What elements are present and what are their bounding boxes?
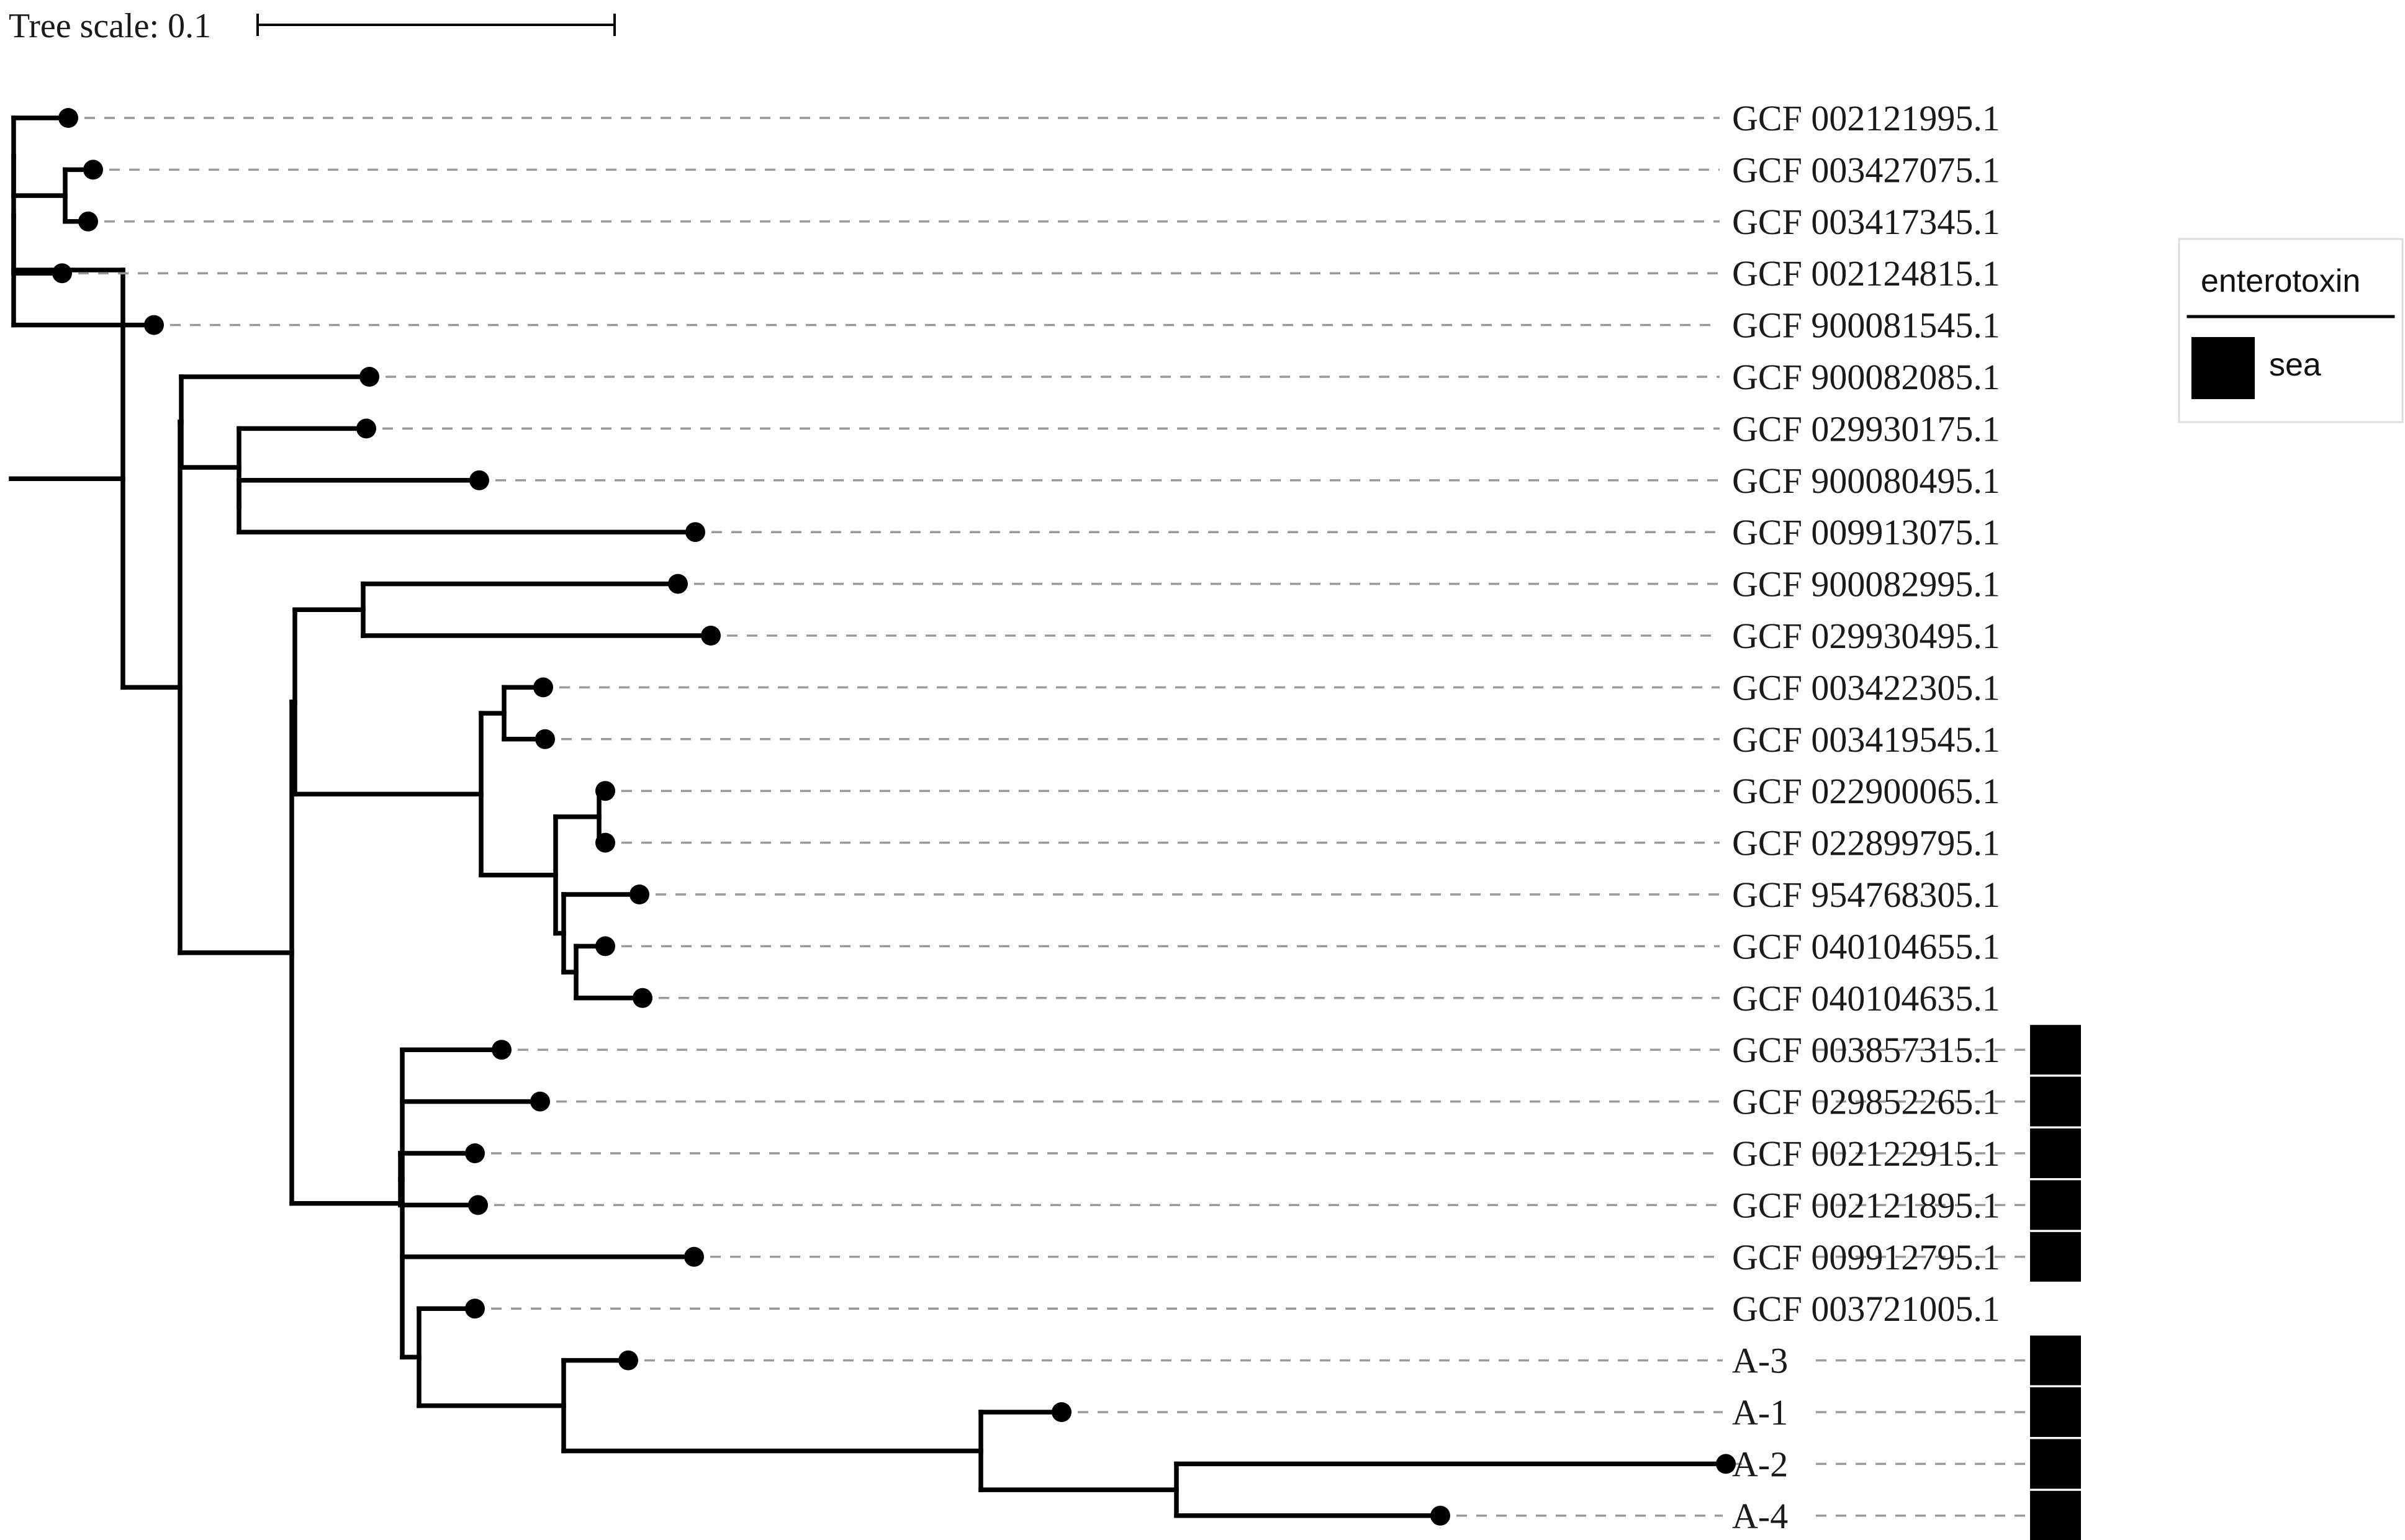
leaf-label: GCF 009913075.1	[1732, 512, 2000, 552]
leaf-tip-dot	[356, 418, 376, 439]
legend-swatch-sea	[2191, 337, 2255, 399]
leaf-label: GCF 003857315.1	[1732, 1030, 2000, 1070]
leaf-label: GCF 003721005.1	[1732, 1289, 2000, 1329]
leaf-tip-dot	[78, 211, 98, 232]
leaf-tip-dot	[144, 315, 164, 335]
leaf-tip-dot	[1716, 1454, 1736, 1474]
leaf-guide-lines	[78, 117, 2025, 1517]
sea-enterotoxin-marker	[2030, 1439, 2081, 1489]
leaf-label: A-3	[1732, 1341, 1788, 1381]
leaf-tip-dot	[668, 574, 688, 594]
sea-enterotoxin-marker	[2030, 1128, 2081, 1178]
sea-enterotoxin-marker	[2030, 1025, 2081, 1075]
sea-enterotoxin-marker	[2030, 1232, 2081, 1282]
leaf-tip-dot	[629, 885, 649, 904]
leaf-label: GCF 954768305.1	[1732, 875, 2000, 915]
leaf-tip-dot	[685, 522, 705, 543]
leaf-tip-markers	[52, 108, 1736, 1526]
leaf-label: GCF 003419545.1	[1732, 719, 2000, 760]
leaf-tip-dot	[595, 781, 615, 801]
leaf-label: GCF 029930175.1	[1732, 408, 2000, 449]
tree-scale-bar	[256, 14, 616, 36]
leaf-label: GCF 022900065.1	[1732, 771, 2000, 811]
sea-enterotoxin-marker	[2030, 1490, 2081, 1540]
leaf-label: GCF 002124815.1	[1732, 253, 2000, 294]
leaf-tip-dot	[469, 470, 489, 490]
leaf-label: A-2	[1732, 1444, 1788, 1484]
leaf-label: GCF 009912795.1	[1732, 1237, 2000, 1277]
leaf-tip-dot	[701, 626, 721, 646]
sea-enterotoxin-marker	[2030, 1076, 2081, 1127]
leaf-label: A-4	[1732, 1496, 1788, 1536]
leaf-tip-dot	[595, 936, 615, 957]
leaf-tip-dot	[595, 832, 615, 853]
leaf-tip-dot	[633, 988, 652, 1008]
leaf-tip-dot	[1052, 1402, 1072, 1422]
legend-title: enterotoxin	[2201, 263, 2360, 299]
leaf-label: GCF 022899795.1	[1732, 823, 2000, 863]
leaf-label: A-1	[1732, 1392, 1788, 1433]
sea-enterotoxin-marker	[2030, 1335, 2081, 1385]
leaf-label: GCF 900082995.1	[1732, 564, 2000, 605]
tree-branches	[9, 115, 1728, 1518]
leaf-tip-dot	[468, 1195, 488, 1215]
leaf-label: GCF 029930495.1	[1732, 616, 2000, 656]
leaf-tip-dot	[465, 1143, 485, 1163]
leaf-tip-dot	[684, 1246, 704, 1267]
leaf-tip-dot	[618, 1350, 638, 1371]
leaf-label: GCF 040104655.1	[1732, 926, 2000, 966]
leaf-label: GCF 029852265.1	[1732, 1082, 2000, 1122]
legend: enterotoxin sea	[2178, 238, 2404, 423]
leaf-label: GCF 900082085.1	[1732, 357, 2000, 397]
tree-scale-label: Tree scale: 0.1	[9, 7, 211, 45]
leaf-tip-dot	[83, 160, 103, 180]
leaf-label: GCF 003422305.1	[1732, 667, 2000, 708]
enterotoxin-annotation-column	[2030, 1025, 2081, 1540]
sea-enterotoxin-marker	[2030, 1387, 2081, 1437]
leaf-label: GCF 040104635.1	[1732, 978, 2000, 1019]
leaf-label: GCF 002121995.1	[1732, 98, 2000, 138]
leaf-label: GCF 002122915.1	[1732, 1133, 2000, 1174]
legend-item-sea-label: sea	[2269, 347, 2321, 383]
leaf-tip-dot	[530, 1091, 550, 1112]
leaf-tip-dot	[533, 677, 553, 698]
leaf-tip-dot	[1430, 1505, 1450, 1526]
leaf-tip-dot	[465, 1299, 485, 1319]
leaf-label: GCF 002121895.1	[1732, 1185, 2000, 1225]
leaf-label: GCF 900081545.1	[1732, 305, 2000, 346]
leaf-label: GCF 900080495.1	[1732, 461, 2000, 501]
leaf-label: GCF 003427075.1	[1732, 150, 2000, 190]
leaf-label: GCF 003417345.1	[1732, 202, 2000, 242]
leaf-tip-dot	[58, 108, 78, 128]
sea-enterotoxin-marker	[2030, 1180, 2081, 1230]
leaf-tip-dot	[535, 729, 555, 749]
leaf-tip-dot	[492, 1040, 512, 1060]
leaf-tip-dot	[359, 367, 379, 387]
leaf-tip-dot	[52, 263, 72, 284]
